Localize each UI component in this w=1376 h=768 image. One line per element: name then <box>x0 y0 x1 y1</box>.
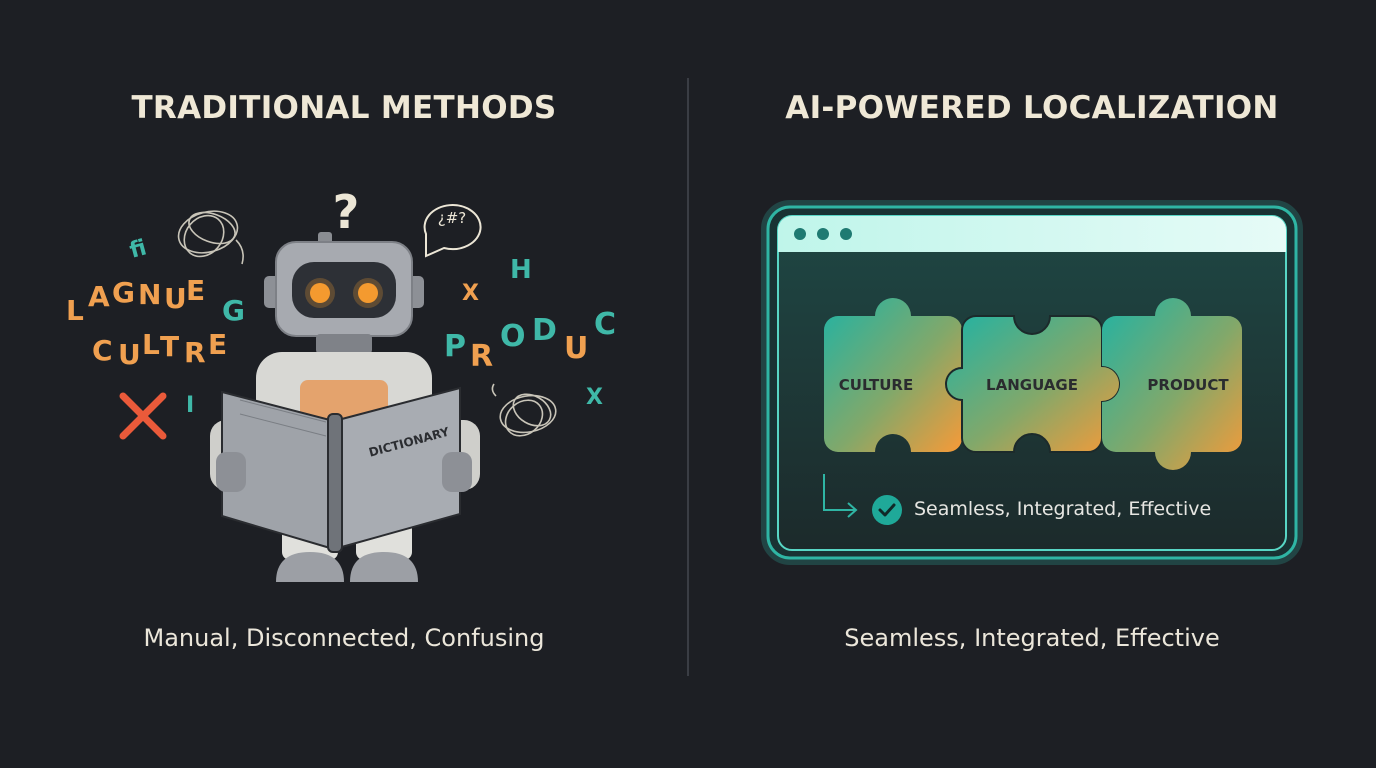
svg-text:R: R <box>470 339 493 374</box>
robot-eye <box>358 283 378 303</box>
ai-localization-title: AI-POWERED LOCALIZATION <box>785 90 1279 126</box>
svg-text:R: R <box>184 336 206 369</box>
robot: DICTIONARY <box>210 232 480 582</box>
svg-text:U: U <box>564 331 588 366</box>
traditional-methods-caption: Manual, Disconnected, Confusing <box>143 624 545 652</box>
svg-text:G: G <box>112 276 135 309</box>
svg-text:L: L <box>66 294 84 327</box>
svg-text:D: D <box>532 313 557 348</box>
scribble-icon <box>177 210 244 265</box>
svg-text:E: E <box>208 328 227 361</box>
svg-text:U: U <box>118 338 141 371</box>
svg-text:O: O <box>500 319 526 354</box>
svg-text:N: N <box>138 278 161 311</box>
ai-localization-panel: AI-POWERED LOCALIZATION Seamless, Integr… <box>688 0 1376 768</box>
stray-letter: ﬁ <box>127 235 149 263</box>
svg-text:C: C <box>594 307 616 342</box>
stray-letter: X <box>586 385 603 410</box>
question-mark-icon: ? <box>333 185 360 239</box>
stray-letter: I <box>186 393 194 418</box>
scribble-icon <box>491 383 557 437</box>
error-x-icon <box>119 392 167 440</box>
svg-text:P: P <box>444 329 466 364</box>
dictionary-book: DICTIONARY <box>221 386 461 553</box>
svg-text:E: E <box>186 274 205 307</box>
svg-text:A: A <box>88 280 110 313</box>
stray-letter: X <box>462 281 479 306</box>
panel-divider <box>687 78 689 676</box>
speech-bubble-text: ¿#? <box>438 209 467 227</box>
speech-bubble-icon: ¿#? <box>423 204 482 258</box>
svg-text:U: U <box>164 282 187 315</box>
svg-text:T: T <box>160 330 179 363</box>
result-label: Seamless, Integrated, Effective <box>914 498 1212 520</box>
svg-text:L: L <box>142 328 160 361</box>
svg-text:G: G <box>222 294 245 327</box>
ai-localization-caption: Seamless, Integrated, Effective <box>844 624 1220 652</box>
svg-text:C: C <box>92 334 113 367</box>
stray-letter: H <box>510 255 532 285</box>
traditional-methods-title: TRADITIONAL METHODS <box>131 90 557 126</box>
robot-eye <box>310 283 330 303</box>
